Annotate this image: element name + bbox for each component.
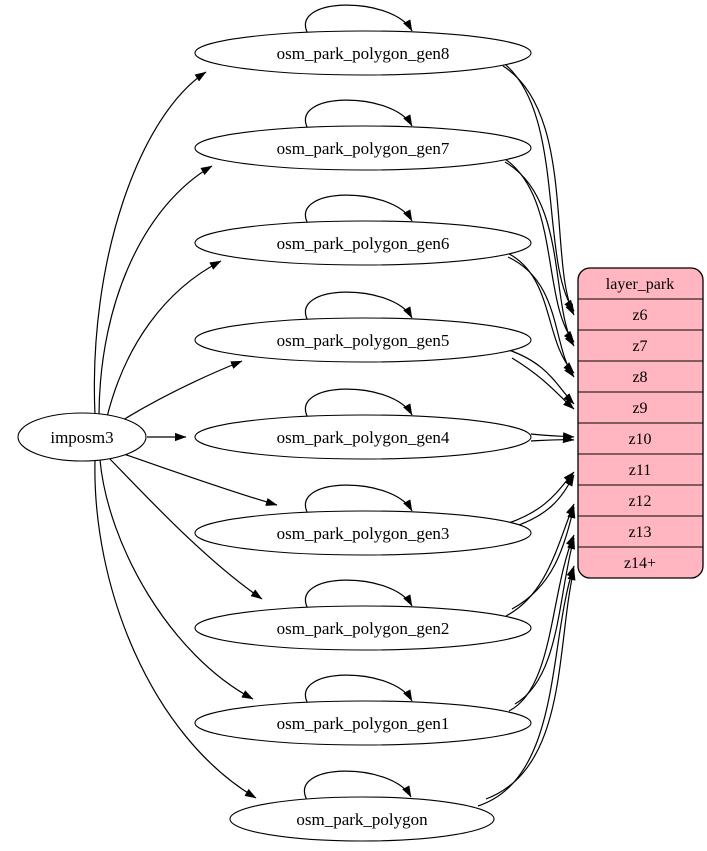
self-loop-gen7 [304, 99, 413, 130]
layer-park-row-z6: z6 [632, 307, 647, 324]
gen6-ellipse [194, 220, 532, 266]
self-loop-gen3 [304, 484, 413, 515]
self-loop-gen4 [304, 388, 413, 419]
self-loop-gen1 [304, 674, 413, 705]
edge-gen6-z8-a [500, 249, 575, 374]
node-gen3: osm_park_polygon_gen3 [194, 510, 532, 556]
self-loop-gen5 [304, 291, 413, 322]
gen8-label: osm_park_polygon_gen8 [277, 44, 450, 63]
node-gen8: osm_park_polygon_gen8 [194, 30, 532, 76]
edge-imposm3-gen5 [117, 360, 243, 424]
gen5-label: osm_park_polygon_gen5 [277, 331, 450, 350]
edge-gen4-z10-b [530, 435, 575, 444]
edge-gen3-z11-a [505, 471, 575, 525]
gen1-label: osm_park_polygon_gen1 [277, 714, 450, 733]
layer-park-row-z12: z12 [628, 493, 651, 510]
edge-gen1-z13-a [508, 534, 575, 712]
layer-park-row-z10: z10 [628, 431, 651, 448]
gen7-label: osm_park_polygon_gen7 [277, 139, 450, 158]
gen8-ellipse [194, 30, 532, 76]
imposm3-ellipse [17, 412, 147, 462]
node-gen7: osm_park_polygon_gen7 [194, 125, 532, 171]
edge-gen8-z6-b [502, 65, 575, 316]
node-osm-park-polygon: osm_park_polygon [229, 796, 495, 842]
edge-imposm3-base [94, 459, 257, 799]
node-gen4: osm_park_polygon_gen4 [194, 414, 532, 460]
layer-park-title: layer_park [606, 276, 674, 293]
gen6-label: osm_park_polygon_gen6 [277, 234, 450, 253]
edge-base-z14-b [485, 568, 576, 800]
edge-gen5-z9-a [505, 348, 575, 405]
edge-imposm3-gen8 [93, 71, 207, 416]
edge-imposm3-gen3 [117, 451, 278, 506]
gen4-ellipse [194, 414, 532, 460]
edge-imposm3-gen6 [106, 260, 222, 418]
layer-park-row-z7: z7 [632, 338, 647, 355]
node-gen1: osm_park_polygon_gen1 [194, 700, 532, 746]
edge-gen4-z10-a [530, 432, 575, 441]
layer-park-row-z13: z13 [628, 524, 651, 541]
gen3-label: osm_park_polygon_gen3 [277, 524, 450, 543]
edge-gen6-z8-b [507, 256, 575, 378]
self-loop-gen6 [304, 194, 413, 225]
node-gen2: osm_park_polygon_gen2 [194, 605, 532, 651]
imposm3-label: imposm3 [50, 428, 113, 447]
gen3-ellipse [194, 510, 532, 556]
layer-park-row-z9: z9 [632, 400, 647, 417]
edges-imposm3 [93, 71, 278, 799]
self-loop-gen2 [304, 579, 413, 610]
node-gen5: osm_park_polygon_gen5 [194, 317, 532, 363]
gen1-ellipse [194, 700, 532, 746]
gen5-ellipse [194, 317, 532, 363]
node-gen6: osm_park_polygon_gen6 [194, 220, 532, 266]
gen7-ellipse [194, 125, 532, 171]
self-loop-gen8 [304, 4, 413, 35]
edge-gen7-z7-a [496, 153, 575, 343]
edges-self-loops [303, 4, 413, 801]
node-layer-park: layer_park z6 z7 z8 z9 z10 z11 z12 z13 z… [577, 267, 704, 579]
gen2-label: osm_park_polygon_gen2 [277, 619, 450, 638]
edge-gen2-z12-b [511, 506, 576, 610]
edge-gen7-z7-b [504, 161, 575, 347]
edge-gen5-z9-b [511, 357, 575, 410]
edge-imposm3-gen7 [98, 165, 213, 415]
edge-gen1-z13-b [514, 537, 576, 705]
osm-park-polygon-label: osm_park_polygon [296, 810, 428, 829]
layer-park-row-z14: z14+ [624, 555, 656, 572]
layer-park-row-z11: z11 [629, 462, 652, 479]
edges-to-layer [477, 56, 576, 807]
edge-gen8-z6-a [494, 56, 575, 312]
layer-park-row-z8: z8 [632, 369, 647, 386]
osm-park-polygon-ellipse [229, 796, 495, 842]
gen4-label: osm_park_polygon_gen4 [277, 428, 450, 447]
gen2-ellipse [194, 605, 532, 651]
edge-base-z14-a [477, 565, 575, 807]
self-loop-base [303, 770, 412, 801]
edge-imposm3-gen1 [99, 459, 254, 700]
edge-imposm3-gen2 [107, 456, 263, 600]
node-imposm3: imposm3 [17, 412, 147, 462]
